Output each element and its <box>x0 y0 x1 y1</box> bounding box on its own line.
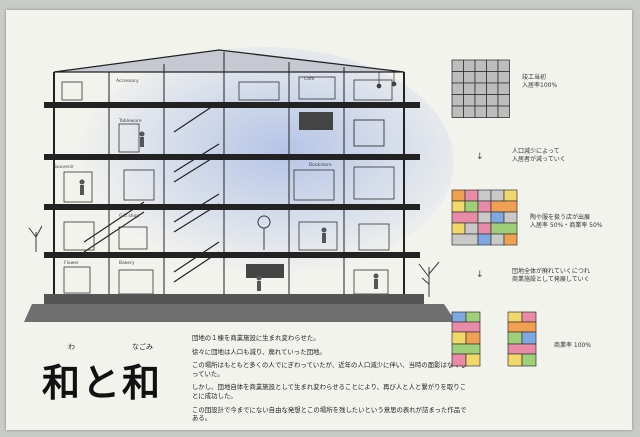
stage-2-label: 人口減少によって 入居者が減っていく <box>512 148 566 163</box>
description-line: この場所はもともと多くの人でにぎわっていたが、近年の人口減少に伴い、当時の面影は… <box>192 361 467 378</box>
grid-cell <box>463 82 476 95</box>
stage-1-grid-diagram <box>451 59 510 118</box>
grid-cell <box>451 105 464 118</box>
grid-cell <box>497 59 510 72</box>
grid-cell <box>451 94 464 107</box>
stage-3-label: 陶や服を扱う店が出展 入居率 50%・商業率 50% <box>530 214 603 229</box>
grid-cell <box>474 82 487 95</box>
title-ruby-wa: わ <box>68 343 75 351</box>
title-block: わ なごみ 和と和 <box>42 343 163 407</box>
grid-cell <box>486 71 499 84</box>
description-line: しかし、団地自体を商業施設として生まれ変わらせることにより、再び人と人と繋がりを… <box>192 383 467 400</box>
grid-cell <box>451 82 464 95</box>
room-label: Flower <box>64 260 79 266</box>
grid-cell <box>463 59 476 72</box>
description-line: 団地の１棟を商業施設に生まれ変わらせた。 <box>192 334 320 342</box>
grid-cell <box>463 71 476 84</box>
grid-cell <box>497 105 510 118</box>
room-label: Souvenir <box>54 164 74 170</box>
page-title: 和と和 <box>42 360 163 405</box>
room-label: Tableware <box>118 118 142 124</box>
grid-cell <box>474 94 487 107</box>
room-label: Cafe <box>304 76 314 82</box>
grid-cell <box>463 105 476 118</box>
room-label: Gift shop <box>119 213 139 219</box>
grid-cell <box>486 105 499 118</box>
grid-cell <box>463 94 476 107</box>
grid-cell <box>451 71 464 84</box>
grid-cell <box>474 71 487 84</box>
poster-board: Accessory Tableware Cafe Souvenir Bookst… <box>6 10 632 430</box>
stage-3-grid-diagram <box>451 189 518 246</box>
grid-cell <box>486 82 499 95</box>
project-description: 団地の１棟を商業施設に生まれ変わらせた。 徐々に団地は人口も減り、廃れていった団… <box>192 334 472 428</box>
stage-1-label: 竣工当初 入居率100% <box>522 74 558 89</box>
stage-4-label: 団地全体が廃れていくにつれ 商業施設として発展していく <box>512 268 590 283</box>
stage-5-grid-diagram <box>451 311 537 367</box>
grid-cell <box>474 59 487 72</box>
grid-cell <box>497 94 510 107</box>
grid-cell <box>497 82 510 95</box>
room-label: Bookstore <box>309 162 332 168</box>
stage-5-label: 商業率 100% <box>554 342 592 349</box>
grid-cell <box>486 94 499 107</box>
room-label: Bakery <box>119 260 135 266</box>
arrow-down-icon: ↓ <box>476 270 484 280</box>
grid-cell <box>486 59 499 72</box>
grid-cell <box>497 71 510 84</box>
description-line: この団設計で今までにない自由な発想とこの場所を残したいという意思の表れが詰まった… <box>192 405 467 423</box>
description-line: 徐々に団地は人口も減り、廃れていった団地。 <box>192 347 326 356</box>
grid-cell <box>451 59 464 72</box>
title-ruby-nagomi: なごみ <box>132 343 153 351</box>
grid-cell <box>474 105 487 118</box>
room-label: Accessory <box>116 78 139 84</box>
building-section-illustration: Accessory Tableware Cafe Souvenir Bookst… <box>24 47 456 322</box>
arrow-down-icon: ↓ <box>476 152 484 162</box>
